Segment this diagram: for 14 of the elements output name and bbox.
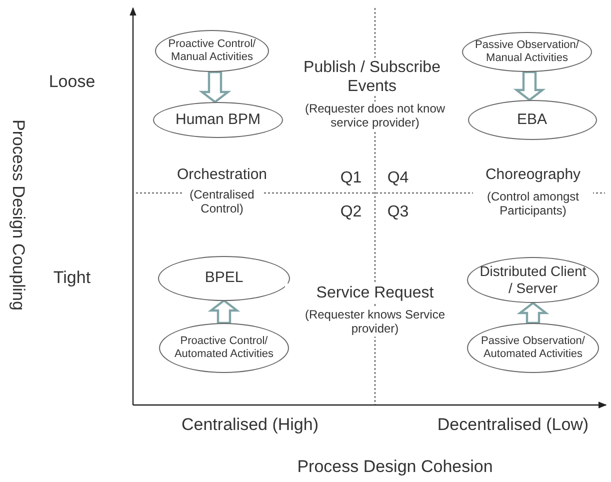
node-label: Proactive Control/ Automated Activities [173,334,275,362]
block-arrow [208,299,240,324]
node-label: Distributed Client / Server [478,263,588,297]
node-label: Proactive Control/ Manual Activities [167,38,257,64]
quadrant-note: (Control amongst Participants) [473,190,593,218]
block-arrow [513,70,546,102]
node-label: Human BPM [175,111,261,129]
node-label: EBA [516,111,547,129]
block-arrow [516,302,550,324]
node-label: Passive Observation/ Manual Activities [474,38,580,66]
block-arrow [198,70,232,104]
node-label: Passive Observation/ Automated Activities [480,334,586,362]
quadrant-note: (Centralised Control) [182,188,262,216]
node-label: BPEL [204,269,244,287]
